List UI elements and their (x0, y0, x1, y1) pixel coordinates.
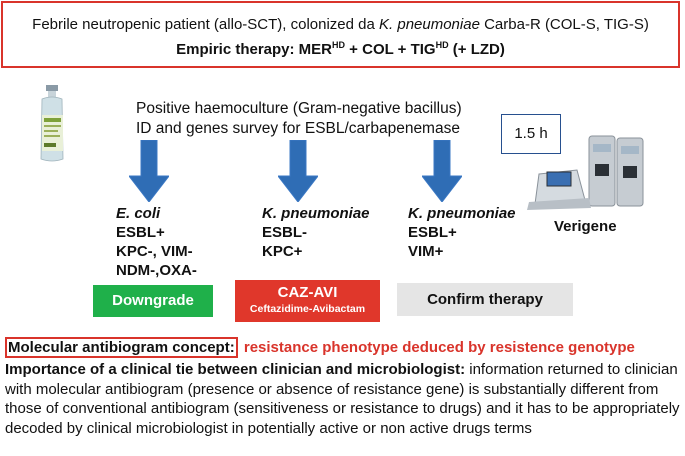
down-arrow-icon (422, 140, 462, 202)
gene-result: VIM+ (408, 243, 444, 260)
result-column-kpneumoniae-kpc: K. pneumoniae ESBL- KPC+ (262, 204, 370, 261)
result-column-kpneumoniae-vim: K. pneumoniae ESBL+ VIM+ (408, 204, 516, 261)
caz-avi-subtitle: Ceftazidime-Avibactam (249, 303, 366, 315)
down-arrow-icon (129, 140, 169, 202)
gene-result: KPC-, VIM- (116, 243, 193, 260)
organism-label: K. pneumoniae (262, 205, 370, 222)
haemoculture-line: Positive haemoculture (Gram-negative bac… (136, 100, 462, 117)
therapy-sup-2: HD (435, 40, 449, 50)
empiric-therapy-line: Empiric therapy: MERHD + COL + TIGHD (+ … (3, 40, 678, 58)
blood-culture-bottle-icon (40, 85, 64, 162)
organism-label: E. coli (116, 205, 161, 222)
turnaround-time-box: 1.5 h (501, 114, 561, 154)
therapy-part-1: Empiric therapy: MER (176, 41, 333, 58)
caz-avi-label: CAZ-AVI (277, 284, 338, 301)
down-arrow-icon (278, 140, 318, 202)
patient-line: Febrile neutropenic patient (allo-SCT), … (3, 16, 678, 33)
downgrade-action: Downgrade (93, 285, 213, 317)
therapy-part-3: (+ LZD) (448, 41, 505, 58)
gene-result: NDM-,OXA- (116, 262, 197, 279)
gene-result: ESBL+ (408, 224, 457, 241)
result-column-ecoli: E. coli ESBL+ KPC-, VIM- NDM-,OXA- (116, 204, 197, 280)
caz-avi-action: CAZ-AVI Ceftazidime-Avibactam (235, 280, 380, 322)
verigene-label: Verigene (554, 218, 617, 235)
therapy-part-2: + COL + TIG (345, 41, 436, 58)
therapy-sup-1: HD (332, 40, 346, 50)
gene-result: ESBL- (262, 224, 307, 241)
concept-title: Molecular antibiogram concept: (5, 337, 238, 358)
gene-result: KPC+ (262, 243, 303, 260)
paragraph-body: information returned to clinician with m… (5, 361, 680, 437)
concept-line: Molecular antibiogram concept: resistanc… (5, 337, 635, 358)
patient-organism: K. pneumoniae (379, 16, 480, 33)
confirm-therapy-action: Confirm therapy (397, 283, 573, 316)
concept-definition: resistance phenotype deduced by resisten… (239, 339, 635, 356)
explanation-paragraph: Importance of a clinical tie between cli… (5, 360, 681, 438)
gene-result: ESBL+ (116, 224, 165, 241)
patient-resistance-text: Carba-R (COL-S, TIG-S) (479, 16, 649, 33)
genes-survey-line: ID and genes survey for ESBL/carbapenema… (136, 120, 460, 137)
verigene-instrument-icon (527, 135, 644, 210)
organism-label: K. pneumoniae (408, 205, 516, 222)
patient-text: Febrile neutropenic patient (allo-SCT), … (32, 16, 380, 33)
case-summary-box: Febrile neutropenic patient (allo-SCT), … (1, 1, 680, 68)
workflow-intro: Positive haemoculture (Gram-negative bac… (136, 99, 462, 139)
paragraph-heading: Importance of a clinical tie between cli… (5, 361, 466, 378)
